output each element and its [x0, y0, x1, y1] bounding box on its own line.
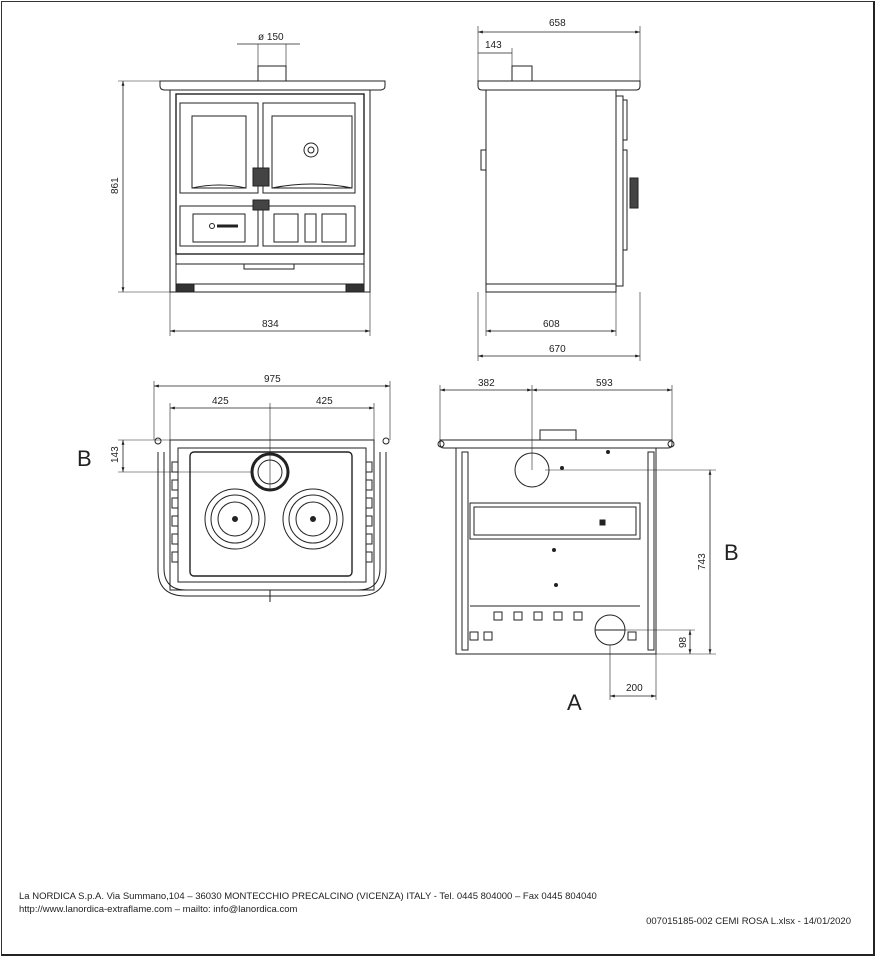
top-view — [118, 381, 391, 602]
side-view — [477, 26, 641, 361]
dim-top-flue-offset: 143 — [110, 446, 121, 463]
dim-side-base: 670 — [549, 344, 566, 355]
dim-rear-height-a: 98 — [678, 636, 689, 648]
dim-rear-right: 593 — [596, 378, 613, 389]
dim-rear-height-b: 743 — [697, 553, 708, 570]
dim-top-overall: 975 — [264, 374, 281, 385]
dim-top-right-half: 425 — [316, 396, 333, 407]
dim-rear-left: 382 — [478, 378, 495, 389]
rear-view — [437, 385, 716, 700]
footer-web-line: http://www.lanordica-extraflame.com – ma… — [19, 904, 298, 915]
footer-document-ref: 007015185-002 CEMI ROSA L.xlsx - 14/01/2… — [646, 916, 851, 927]
dim-rear-a-offset: 200 — [626, 683, 643, 694]
label-a-rear: A — [567, 690, 582, 715]
dim-side-overall: 658 — [549, 18, 566, 29]
dim-side-flue-offset: 143 — [485, 40, 502, 51]
front-view — [118, 43, 386, 336]
dim-side-body: 608 — [543, 319, 560, 330]
footer-company-line: La NORDICA S.p.A. Via Summano,104 – 3603… — [19, 891, 597, 902]
label-b-top: B — [77, 446, 92, 471]
label-b-rear: B — [724, 540, 739, 565]
dim-front-height: 861 — [110, 177, 121, 194]
dim-flue-diameter: ø 150 — [258, 32, 284, 43]
dim-top-left-half: 425 — [212, 396, 229, 407]
dim-front-width: 834 — [262, 319, 279, 330]
